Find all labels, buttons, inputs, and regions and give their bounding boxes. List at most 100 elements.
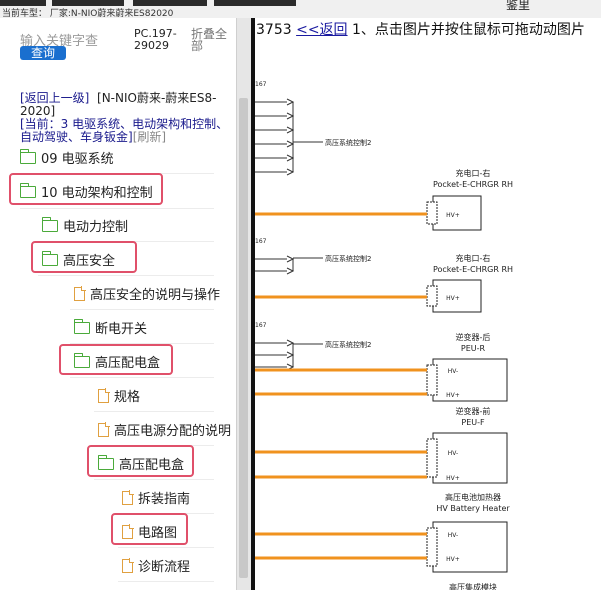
connector-icon xyxy=(426,438,438,478)
pin-label: HV- xyxy=(448,450,458,457)
current-path: [当前：3 电驱系统、电动架构和控制、自动驾驶、车身钣金] xyxy=(20,117,229,144)
tree-item-10[interactable]: 10 电动架构和控制 xyxy=(19,182,153,201)
document-icon xyxy=(122,524,134,539)
tree-item-hv-safety-desc[interactable]: 高压安全的说明与操作 xyxy=(74,284,220,303)
arrow-icon xyxy=(286,351,295,359)
folder-icon xyxy=(73,352,90,368)
component-box xyxy=(432,521,508,573)
divider xyxy=(70,343,214,344)
arrow-icon xyxy=(286,140,295,148)
document-icon xyxy=(98,388,110,403)
component-name-en: Pocket-E-CHRGR RH xyxy=(433,180,513,189)
pin-label: HV+ xyxy=(446,556,460,563)
tree-item-removal-guide[interactable]: 拆装指南 xyxy=(122,488,190,507)
component-box xyxy=(432,195,482,231)
toolbar-tab[interactable] xyxy=(0,0,46,6)
fold-all-button[interactable]: 折叠全部 xyxy=(191,27,228,53)
tree-item-hv-safety[interactable]: 高压安全 xyxy=(41,250,116,269)
page-number: 3753 xyxy=(256,22,292,38)
folder-icon xyxy=(97,454,114,470)
arrow-icon xyxy=(286,112,295,120)
component-name-cn: 充电口-右 xyxy=(456,253,491,263)
component-box xyxy=(432,358,508,402)
tree-item-label: 诊断流程 xyxy=(138,560,191,575)
tree-item-label: 规格 xyxy=(114,390,141,405)
component-box xyxy=(432,279,482,313)
folder-icon xyxy=(73,318,90,334)
hv-control-label: 高压系统控制2 xyxy=(325,340,371,349)
tree-item-hv-distribution-box-sub[interactable]: 高压配电盒 xyxy=(97,454,185,473)
component-name-en: Pocket-E-CHRGR RH xyxy=(433,265,513,274)
circuit-diagram[interactable]: 167高压系统控制2167高压系统控制2167高压系统控制2充电口-右Pocke… xyxy=(251,18,601,590)
tree-item-circuit-diagram[interactable]: 电路图 xyxy=(122,522,177,541)
pin-label: HV- xyxy=(448,532,458,539)
refresh-link[interactable]: [刷新] xyxy=(132,130,167,144)
tree-item-label: 电动力控制 xyxy=(63,220,129,235)
content-divider xyxy=(251,18,255,590)
highlight-frame xyxy=(59,344,173,375)
folder-icon xyxy=(19,182,36,198)
document-icon xyxy=(122,490,134,505)
highlight-frame xyxy=(87,445,194,477)
model-link[interactable]: [N-NIO蔚来-蔚来ES8-2020] xyxy=(20,91,217,118)
pin-number-label: 167 xyxy=(255,81,267,88)
divider xyxy=(70,377,214,378)
tree-item-label: 09 电驱系统 xyxy=(41,152,114,167)
pin-label: HV- xyxy=(448,368,458,375)
instruction-text: 1、点击图片并按住鼠标可拖动动图片 xyxy=(352,22,585,38)
tree-item-label: 高压配电盒 xyxy=(95,356,161,371)
top-bar: 当前车型： 厂家:N-NIO蔚来蔚来ES82020 鉴里 xyxy=(0,0,601,19)
tree-item-hv-power-distribution[interactable]: 高压电源分配的说明 xyxy=(98,420,231,439)
component-name-cn: 逆变器-前 xyxy=(456,406,491,416)
toolbar-tab[interactable] xyxy=(133,0,207,6)
connector-icon xyxy=(426,201,438,225)
folder-icon xyxy=(19,148,36,164)
tree-item-label: 高压安全的说明与操作 xyxy=(90,288,221,303)
highlight-frame xyxy=(111,513,188,545)
pin-label: HV+ xyxy=(446,475,460,482)
tree-item-label: 拆装指南 xyxy=(138,492,191,507)
print-button[interactable]: 鉴里 xyxy=(506,0,531,12)
divider xyxy=(20,208,214,209)
folder-icon xyxy=(41,216,58,232)
folder-icon xyxy=(41,250,58,266)
highlight-frame xyxy=(31,241,137,273)
tree-item-ev-power-control[interactable]: 电动力控制 xyxy=(41,216,129,235)
pin-label: HV+ xyxy=(446,295,460,302)
component-name-cn: 高压电池加热器 xyxy=(445,492,501,502)
arrow-icon xyxy=(286,267,295,275)
tree-item-hv-distribution-box[interactable]: 高压配电盒 xyxy=(73,352,161,371)
toolbar-tab[interactable] xyxy=(214,0,296,6)
tree-item-label: 高压配电盒 xyxy=(119,458,185,473)
back-up-link[interactable]: [返回上一级] xyxy=(20,91,90,105)
divider xyxy=(118,547,214,548)
hv-control-label: 高压系统控制2 xyxy=(325,254,371,263)
document-icon xyxy=(98,422,110,437)
document-icon xyxy=(74,286,86,301)
tree-item-09[interactable]: 09 电驱系统 xyxy=(19,148,114,167)
arrow-icon xyxy=(286,339,295,347)
tree-item-disconnect-switch[interactable]: 断电开关 xyxy=(73,318,147,337)
highlight-frame xyxy=(9,173,163,205)
sidebar-scrollbar[interactable] xyxy=(236,18,251,590)
toolbar-tab[interactable] xyxy=(52,0,124,6)
sidebar: 输入关键字查 查询 PC.197-29029 折叠全部 [返回上一级] [N-N… xyxy=(0,18,236,590)
tree-item-label: 高压电源分配的说明 xyxy=(114,424,232,439)
tree-item-diagnostic-flow[interactable]: 诊断流程 xyxy=(122,556,190,575)
tree-item-label: 高压安全 xyxy=(63,254,116,269)
search-button[interactable]: 查询 xyxy=(20,46,66,60)
back-link[interactable]: <<返回 xyxy=(296,22,348,38)
divider xyxy=(94,411,214,412)
tree-item-label: 10 电动架构和控制 xyxy=(41,186,153,201)
scrollbar-thumb[interactable] xyxy=(239,98,248,578)
pin-label: HV+ xyxy=(446,212,460,219)
tree-item-specs[interactable]: 规格 xyxy=(98,386,140,405)
component-name-en: HV Battery Heater xyxy=(436,504,510,513)
document-code: PC.197-29029 xyxy=(134,27,177,52)
pin-number-label: 167 xyxy=(255,322,267,329)
connector-icon xyxy=(426,285,438,307)
pin-number-label: 167 xyxy=(255,238,267,245)
arrow-icon xyxy=(286,168,295,176)
divider xyxy=(118,581,214,582)
search-input[interactable]: 输入关键字查 xyxy=(20,34,99,49)
